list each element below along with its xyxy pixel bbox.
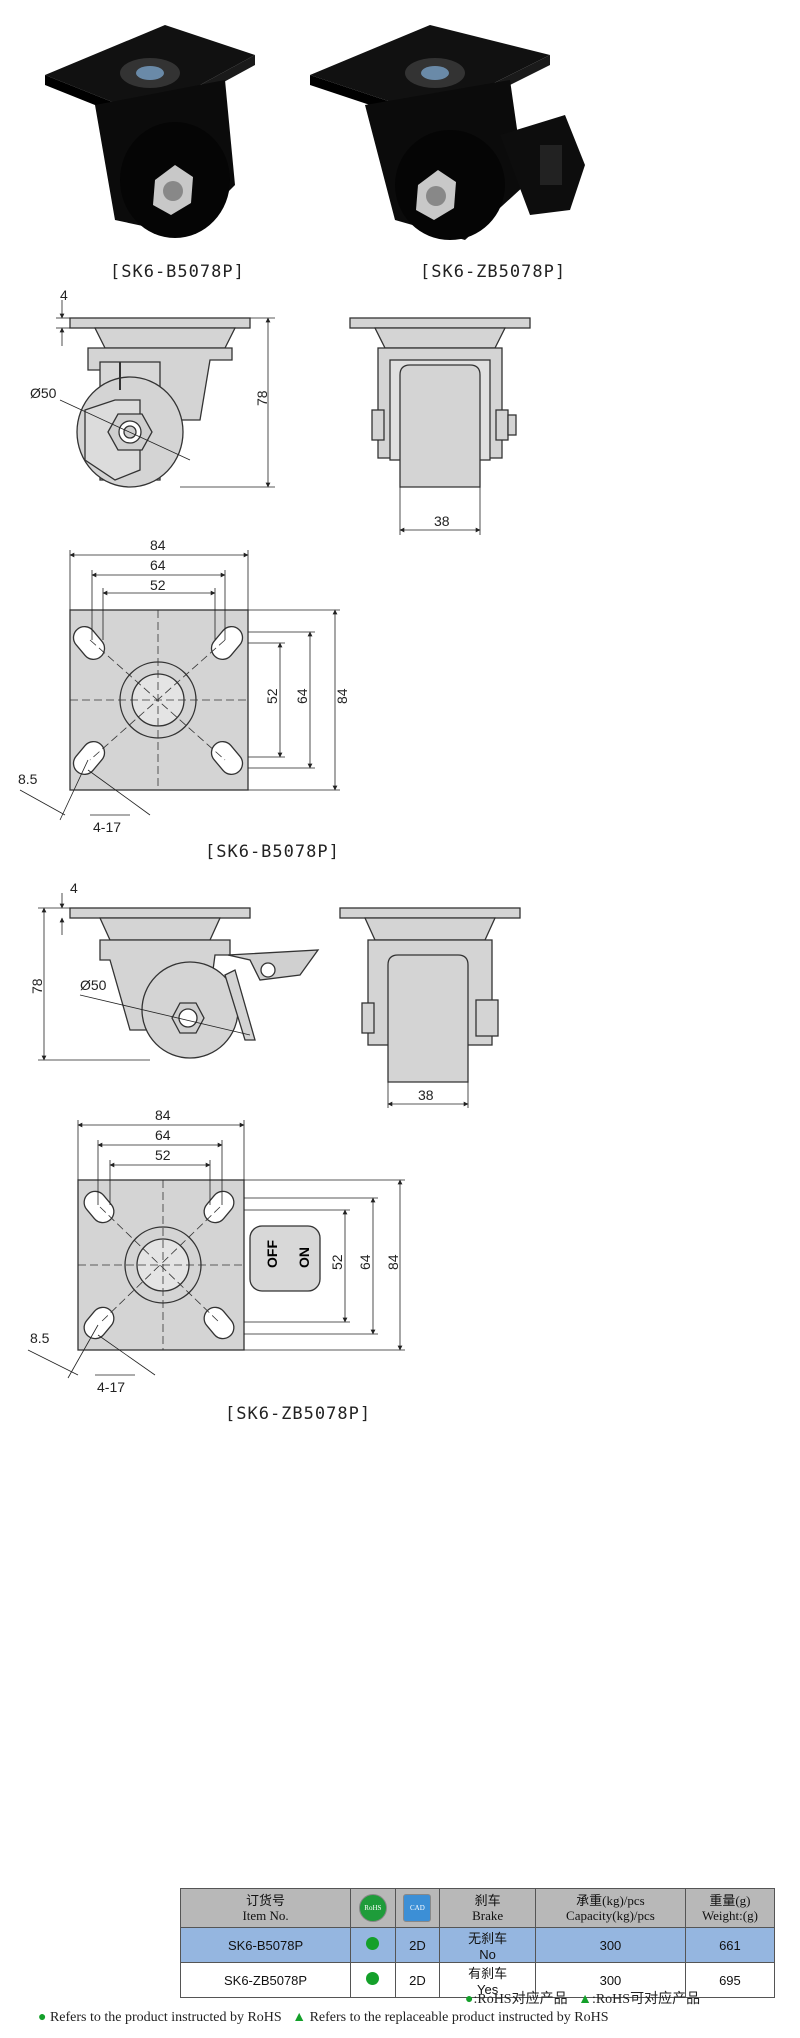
row2-weight: 695: [684, 1962, 776, 1998]
d1-wheel-label: Ø50: [30, 385, 57, 401]
drawing2-top-plate: [77, 1179, 321, 1351]
caster-photo-with-brake: [310, 25, 585, 240]
d2-wheel-label: Ø50: [80, 977, 107, 993]
rohs-icon: RoHS: [358, 1894, 387, 1922]
row1-item: SK6-B5078P: [179, 1927, 352, 1963]
d2-top-84: 84: [155, 1107, 171, 1123]
row2-capacity: 300: [535, 1962, 686, 1998]
d2-side-52: 52: [329, 1254, 345, 1270]
photo-caption-1: [SK6-B5078P]: [110, 262, 245, 282]
d1-width-label: 38: [434, 513, 450, 529]
caster-photo-no-brake: [45, 25, 255, 238]
d1-top-84: 84: [150, 537, 166, 553]
header-cad: CAD: [394, 1888, 441, 1928]
legend-cn: ●:RoHS对应产品 ▲:RoHS可对应产品: [465, 1992, 701, 2007]
d2-top-64: 64: [155, 1127, 171, 1143]
photo-caption-2: [SK6-ZB5078P]: [420, 262, 567, 282]
drawing2-caption: [SK6-ZB5078P]: [225, 1404, 372, 1424]
d2-side-84: 84: [385, 1254, 401, 1270]
triangle-icon: ▲: [292, 2010, 307, 2025]
drawing1-front-view: [349, 317, 531, 488]
drawing1-caption: [SK6-B5078P]: [205, 842, 340, 862]
drawing2-side-view: [69, 907, 320, 1059]
d1-side-52: 52: [264, 688, 280, 704]
d2-width-label: 38: [418, 1087, 434, 1103]
d1-side-84: 84: [334, 688, 350, 704]
row2-cad[interactable]: 2D: [394, 1962, 441, 1998]
cad-icon: CAD: [403, 1894, 432, 1922]
d1-plate-label: 4: [60, 287, 68, 303]
row1-capacity: 300: [535, 1927, 686, 1963]
d1-holes-label: 4-17: [93, 819, 121, 835]
row2-item: SK6-ZB5078P: [179, 1962, 352, 1998]
d2-holes-label: 4-17: [97, 1379, 125, 1395]
legend-en: ● Refers to the product instructed by Ro…: [38, 2010, 609, 2025]
header-weight: 重量(g)Weight:(g): [684, 1888, 776, 1928]
row2-rohs: [350, 1962, 396, 1998]
d1-top-52: 52: [150, 577, 166, 593]
row1-rohs: [350, 1927, 396, 1963]
d2-slot-label: 8.5: [30, 1330, 50, 1346]
d2-height-label: 78: [29, 978, 45, 994]
green-dot-icon: ●: [465, 1992, 474, 2007]
drawing1-side-dims: [56, 300, 275, 488]
green-dot-icon: ●: [38, 2010, 47, 2025]
d2-top-52: 52: [155, 1147, 171, 1163]
header-rohs: RoHS: [350, 1888, 396, 1928]
d1-top-64: 64: [150, 557, 166, 573]
drawing2-front-view: [339, 907, 521, 1083]
triangle-icon: ▲: [578, 1992, 592, 2007]
rohs-dot-icon: [366, 1972, 380, 1985]
d1-height-label: 78: [254, 390, 270, 406]
row1-cad[interactable]: 2D: [394, 1927, 441, 1963]
brake-off-label: OFF: [264, 1240, 280, 1268]
d2-plate-label: 4: [70, 880, 78, 896]
d2-side-64: 64: [357, 1254, 373, 1270]
technical-drawings: 4 Ø50 78 38: [18, 287, 531, 1395]
d1-slot-label: 8.5: [18, 771, 38, 787]
row1-weight: 661: [684, 1927, 776, 1963]
drawing1-side-view: [69, 317, 251, 488]
d1-side-64: 64: [294, 688, 310, 704]
rohs-dot-icon: [366, 1937, 380, 1950]
brake-on-label: ON: [296, 1247, 312, 1268]
